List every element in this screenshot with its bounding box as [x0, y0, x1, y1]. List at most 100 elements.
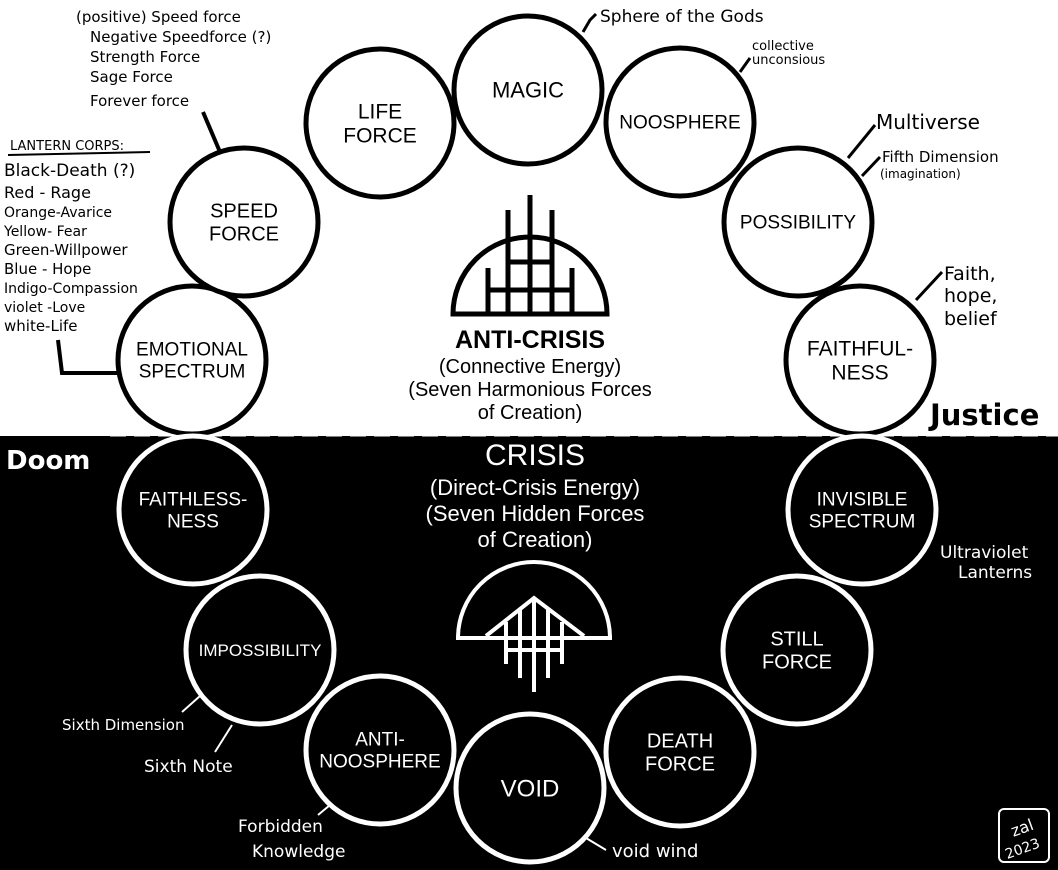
lantern-corps-pointer: [56, 339, 120, 375]
force-circle-label: NOOSPHERE: [319, 752, 440, 773]
force-circle-outline: [116, 433, 270, 587]
faith-note-3: belief: [944, 308, 998, 330]
force-circle-outline: [721, 145, 875, 299]
lantern-corps-item: Blue - Hope: [4, 260, 91, 278]
speed-force-pointer: [201, 111, 222, 153]
lantern-corps-item: Orange-Avarice: [4, 205, 112, 221]
crisis-subtitle-3: of Creation): [478, 527, 593, 552]
ultraviolet-note-1: Ultraviolet: [940, 543, 1029, 563]
force-circle-label: FAITHFUL-: [807, 337, 913, 360]
multiverse-note: Multiverse: [876, 110, 980, 134]
force-circle-outline: [451, 13, 605, 167]
imagination-note: (imagination): [880, 167, 961, 181]
lantern-corps-heading: LANTERN CORPS:: [10, 139, 124, 154]
multiverse-pointer: [846, 124, 877, 159]
force-circle-label: FORCE: [343, 124, 417, 147]
force-circle-label: SPECTRUM: [139, 362, 246, 383]
crisis-symbol-icon: [455, 560, 613, 692]
force-circle-outline: [785, 433, 939, 587]
faith-pointer: [914, 270, 944, 302]
ultraviolet-note-2: Lanterns: [958, 563, 1032, 583]
doom-label: Doom: [6, 446, 90, 476]
force-circle-label: MAGIC: [492, 78, 564, 103]
force-circle-label: SPEED: [210, 201, 278, 223]
lantern-corps-item: Green-Willpower: [4, 241, 128, 259]
lantern-corps-item: Red - Rage: [4, 183, 91, 202]
force-circle-label: FAITHLESS-: [139, 490, 248, 511]
speed-force-list: (positive) Speed force Negative Speedfor…: [76, 8, 271, 110]
lantern-corps-item: violet -Love: [4, 300, 85, 316]
sixth-dimension-note: Sixth Dimension: [62, 716, 184, 734]
force-circle-outline: [720, 573, 874, 727]
lantern-corps-item: Indigo-Compassion: [4, 281, 138, 297]
lantern-corps-item: white-Life: [4, 317, 78, 335]
lantern-corps-item: Yellow- Fear: [3, 224, 87, 240]
force-circle-outline: [183, 573, 337, 727]
lower-annotations: Ultraviolet Lanterns Sixth Dimension Six…: [62, 543, 1032, 862]
speed-force-item: Forever force: [90, 92, 189, 110]
force-circle-void: VOID: [453, 711, 607, 865]
void-wind-note: void wind: [612, 841, 698, 862]
anti-crisis-subtitle-1: (Connective Energy): [439, 356, 621, 378]
force-circle-noosphere: NOOSPHERE: [603, 45, 757, 199]
crisis-subtitle-1: (Direct-Crisis Energy): [430, 475, 640, 500]
speed-force-item: Sage Force: [90, 68, 173, 86]
force-circle-magic: MAGIC: [451, 13, 605, 167]
lower-circles: FAITHLESS-NESS IMPOSSIBILITY ANTI-NOOSPHER…: [116, 433, 939, 865]
force-circle-label: FORCE: [645, 754, 715, 776]
force-circle-label: IMPOSSIBILITY: [199, 641, 322, 660]
forbidden-note-1: Forbidden: [238, 817, 323, 837]
noosphere-note-2: unconsious: [752, 53, 825, 68]
force-circle-outline: [603, 45, 757, 199]
fifth-dimension-pointer: [860, 155, 882, 178]
lantern-corps-item: Black-Death (?): [4, 161, 135, 181]
force-circle-label: FORCE: [762, 652, 832, 674]
force-circle-outline: [453, 711, 607, 865]
force-circle-label: VOID: [501, 775, 560, 802]
anti-crisis-subtitle-2: (Seven Harmonious Forces: [408, 379, 651, 401]
force-circle-label: LIFE: [358, 100, 402, 123]
force-circle-possibility: POSSIBILITY: [721, 145, 875, 299]
force-circle-faithlessness: FAITHLESS-NESS: [116, 433, 270, 587]
force-circle-label: ANTI-: [355, 730, 405, 751]
force-circle-outline: [303, 673, 457, 827]
crisis-subtitle-2: (Seven Hidden Forces: [426, 501, 645, 526]
force-circle-label: INVISIBLE: [817, 490, 908, 511]
justice-label: Justice: [928, 398, 1039, 432]
lantern-corps-underline: [7, 151, 151, 156]
force-circle-label: POSSIBILITY: [740, 213, 856, 234]
anti-crisis-title: ANTI-CRISIS: [455, 326, 605, 354]
force-circle-label: NOOSPHERE: [619, 113, 740, 134]
magic-pointer: [581, 12, 598, 33]
sixth-note: Sixth Note: [144, 757, 233, 777]
force-circle-outline: [167, 145, 321, 299]
lantern-corps-list: LANTERN CORPS: Black-Death (?) Red - Rag…: [3, 139, 151, 335]
anti-crisis-symbol-icon: [450, 195, 610, 317]
sixth-note-pointer: [214, 724, 233, 753]
force-circle-anti-noosphere: ANTI-NOOSPHERE: [303, 673, 457, 827]
signature-box: [998, 808, 1050, 863]
force-circle-label: STILL: [770, 629, 823, 651]
noosphere-pointer: [738, 57, 752, 73]
anti-crisis-subtitle-3: of Creation): [478, 402, 583, 424]
force-circle-label: DEATH: [647, 731, 713, 753]
force-circle-label: NESS: [167, 512, 219, 533]
upper-annotations: (positive) Speed force Negative Speedfor…: [3, 7, 999, 375]
force-circle-outline: [603, 675, 757, 829]
faith-note-2: hope,: [944, 285, 997, 307]
force-circle-faithfulness: FAITHFUL-NESS: [783, 283, 937, 437]
crisis-label: CRISIS (Direct-Crisis Energy) (Seven Hid…: [426, 439, 645, 552]
force-circle-label: NESS: [831, 361, 888, 384]
magic-note: Sphere of the Gods: [600, 7, 764, 27]
crisis-title: CRISIS: [485, 439, 585, 472]
fifth-dimension-note: Fifth Dimension: [882, 148, 999, 166]
forbidden-pointer: [317, 804, 331, 816]
force-circle-label: EMOTIONAL: [136, 340, 248, 361]
